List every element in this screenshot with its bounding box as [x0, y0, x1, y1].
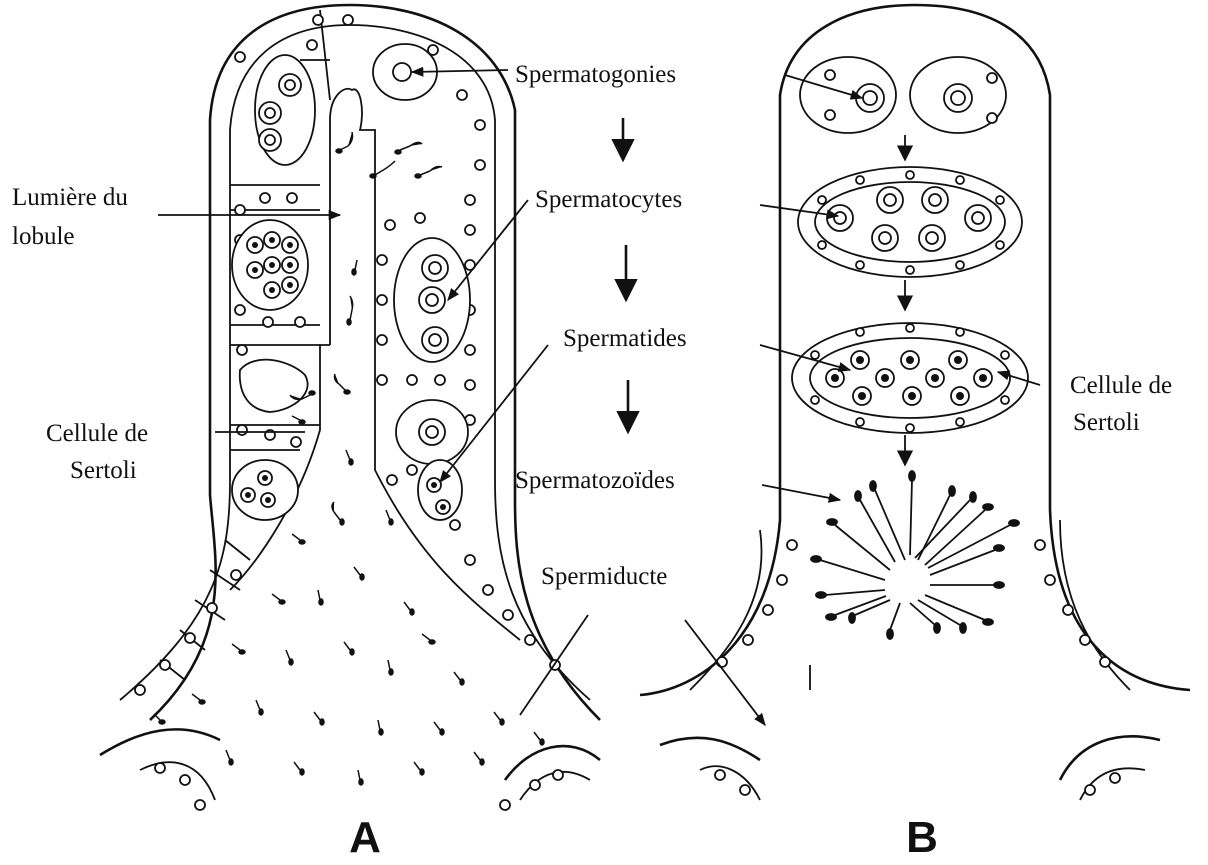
lobule-a: [100, 5, 600, 810]
label-lumiere-line2: lobule: [12, 223, 75, 250]
label-spermatogonies: Spermatogonies: [515, 61, 676, 88]
spermatid-cyst-a-left: [232, 220, 308, 310]
spermatocyte-cyst-a: [255, 55, 315, 165]
label-spermiducte: Spermiducte: [541, 563, 667, 590]
spermatocyte-cyst-b: [798, 167, 1022, 277]
lumen-a: [330, 89, 520, 640]
lobule-a-inner-wall: [120, 25, 590, 700]
spermatid-cyst-a-lower: [232, 460, 298, 520]
label-sertoli-a-line1: Cellule de: [46, 420, 148, 447]
spermatogonia-b: [800, 57, 1006, 133]
spermatogonium-a-right: [396, 400, 468, 464]
label-lumiere-line1: Lumière du: [12, 184, 128, 211]
lobule-b: [640, 5, 1190, 800]
spermatozoa-burst-b: [811, 471, 1019, 639]
spermatid-cyst-a-right: [418, 460, 462, 520]
spermatocyte-cyst-a-right: [394, 238, 470, 362]
stage-arrows: [623, 118, 628, 432]
sertoli-cell-a: [240, 360, 308, 412]
spermatid-cyst-b: [792, 323, 1028, 433]
spermatozoa-a: [154, 132, 544, 785]
spermiduct-wall-a: [100, 729, 600, 810]
label-spermatocytes: Spermatocytes: [535, 186, 682, 213]
panel-label-b: B: [906, 813, 938, 862]
label-spermatozoides: Spermatozoïdes: [515, 467, 675, 494]
label-sertoli-b-line1: Cellule de: [1070, 372, 1172, 399]
panel-label-a: A: [349, 813, 381, 862]
label-sertoli-b-line2: Sertoli: [1073, 409, 1140, 436]
epithelium-a-right-nuclei: [377, 45, 560, 670]
label-spermatides: Spermatides: [563, 325, 687, 352]
spermiduct-wall-b: [660, 736, 1160, 800]
label-sertoli-a-line2: Sertoli: [70, 457, 137, 484]
